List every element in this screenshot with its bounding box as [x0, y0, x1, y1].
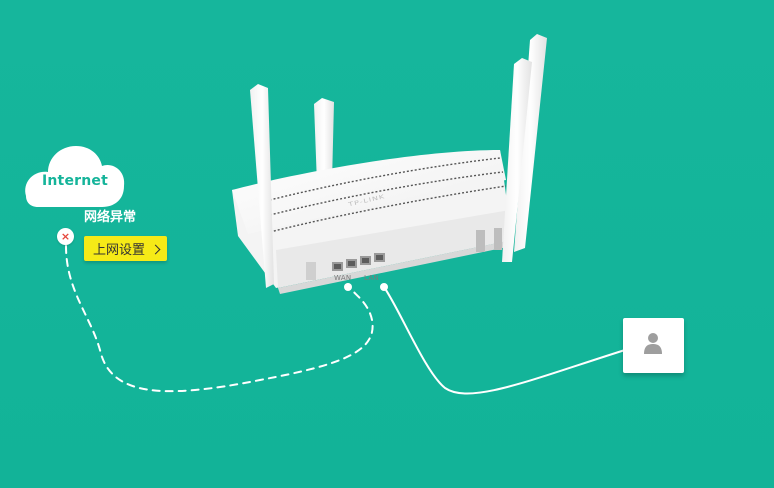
- internet-setup-label: 上网设置: [93, 243, 146, 258]
- router-image: [232, 34, 547, 294]
- error-icon: ×: [57, 228, 74, 245]
- network-status-text: 网络异常: [84, 210, 137, 225]
- chevron-right-icon: [150, 244, 161, 254]
- wan-port-label: WAN: [334, 274, 352, 282]
- user-icon: [644, 333, 662, 354]
- lan-port-label: LAN: [364, 274, 379, 282]
- router-antenna: [514, 34, 547, 252]
- wan-cable-dashed: [65, 245, 374, 393]
- router-ports: [332, 253, 385, 271]
- lan-cable-end: [380, 283, 388, 291]
- internet-label: Internet: [41, 173, 109, 189]
- lan-cable: [383, 286, 626, 395]
- wan-cable-end: [344, 283, 352, 291]
- cloud-icon: [25, 146, 125, 207]
- connected-device-card[interactable]: [623, 318, 684, 373]
- router-antenna: [502, 58, 532, 262]
- internet-setup-button[interactable]: 上网设置: [84, 236, 168, 261]
- router-antenna: [250, 84, 274, 288]
